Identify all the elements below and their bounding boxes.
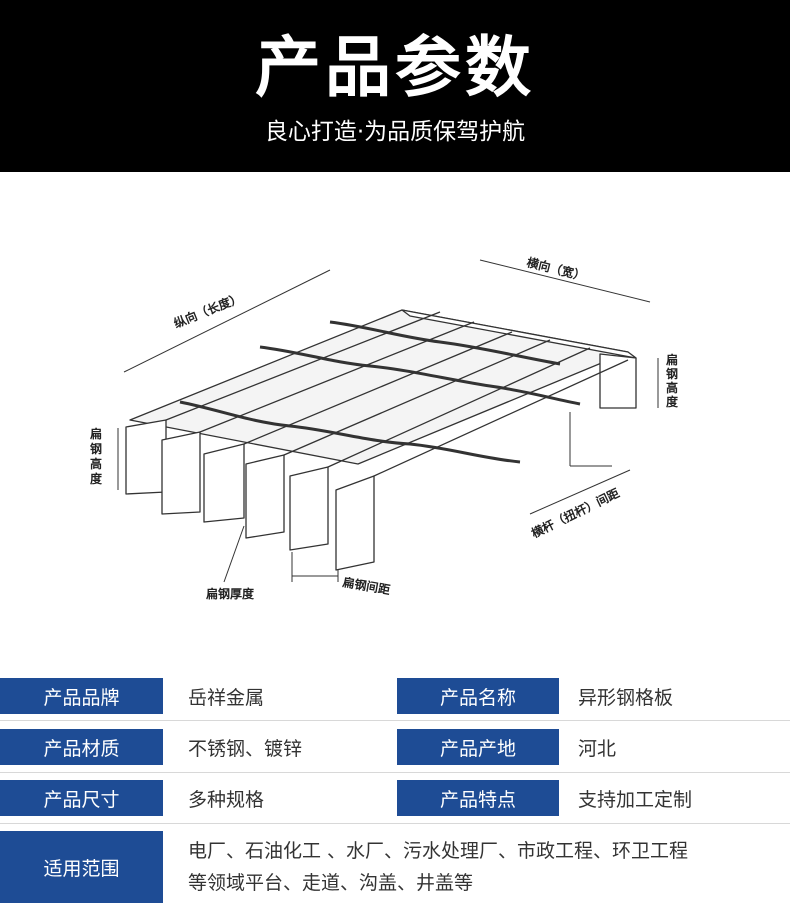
flat-bar-4 xyxy=(245,454,285,539)
dim-crossbar-spacing-3 xyxy=(529,469,631,515)
long-line-5 xyxy=(327,347,591,468)
scope-line-1: 电厂、石油化工 、水厂、污水处理厂、市政工程、环卫工程 xyxy=(188,840,689,862)
size-label: 产品尺寸 xyxy=(0,780,163,816)
scope-label: 适用范围 xyxy=(0,831,163,903)
flat-bar-6 xyxy=(335,475,375,571)
label-height-right-2: 钢 xyxy=(666,366,678,381)
cross-bar-3 xyxy=(329,320,561,366)
page-subtitle: 良心打造·为品质保驾护航 xyxy=(264,119,526,145)
label-crossbar-spacing: 横杆（扭杆）间距 xyxy=(529,485,622,541)
label-height-right-1: 扁 xyxy=(666,352,678,367)
label-height-left-1: 扁 xyxy=(90,426,102,441)
label-height-right-4: 度 xyxy=(666,394,679,409)
feature-label: 产品特点 xyxy=(397,780,559,816)
grating-diagram-svg: 纵向（长度） 横向（宽） 扁 钢 高 度 扁 钢 高 度 横杆（扭杆）间距 扁钢… xyxy=(90,254,679,601)
material-value: 不锈钢、镀锌 xyxy=(188,737,303,760)
long-line-4 xyxy=(283,339,551,456)
cross-bar-1 xyxy=(179,400,521,464)
dim-thickness-leader xyxy=(223,525,245,583)
dim-longitudinal xyxy=(123,269,331,373)
brand-value: 岳祥金属 xyxy=(188,686,265,709)
cross-bar-2 xyxy=(259,345,581,406)
name-value: 异形钢格板 xyxy=(578,686,674,709)
spec-row-1: 产品品牌 岳祥金属 产品名称 异形钢格板 xyxy=(0,678,790,714)
divider xyxy=(0,823,790,824)
brand-label: 产品品牌 xyxy=(0,678,163,714)
long-line-1 xyxy=(165,311,441,421)
origin-label: 产品产地 xyxy=(397,729,559,765)
grating-diagram: 纵向（长度） 横向（宽） 扁 钢 高 度 扁 钢 高 度 横杆（扭杆）间距 扁钢… xyxy=(0,172,790,650)
label-bar-spacing: 扁钢间距 xyxy=(341,574,391,597)
label-longitudinal: 纵向（长度） xyxy=(172,290,244,331)
flat-bar-1 xyxy=(125,419,167,495)
material-label: 产品材质 xyxy=(0,729,163,765)
scope-value: 电厂、石油化工 、水厂、污水处理厂、市政工程、环卫工程 等领域平台、走道、沟盖、… xyxy=(188,831,786,907)
divider xyxy=(0,772,790,773)
label-height-left-4: 度 xyxy=(90,471,103,486)
label-height-right-3: 高 xyxy=(666,380,678,395)
spec-row-4: 适用范围 电厂、石油化工 、水厂、污水处理厂、市政工程、环卫工程 等领域平台、走… xyxy=(0,831,790,903)
label-thickness: 扁钢厚度 xyxy=(206,586,255,601)
dim-transverse xyxy=(479,259,651,303)
label-height-left-3: 高 xyxy=(90,456,102,471)
scope-line-2: 等领域平台、走道、沟盖、井盖等 xyxy=(188,872,474,894)
name-label: 产品名称 xyxy=(397,678,559,714)
origin-value: 河北 xyxy=(578,737,617,760)
spec-row-2: 产品材质 不锈钢、镀锌 产品产地 河北 xyxy=(0,729,790,765)
size-value: 多种规格 xyxy=(188,788,265,811)
feature-value: 支持加工定制 xyxy=(578,788,693,811)
divider xyxy=(0,720,790,721)
back-bar-front-face xyxy=(599,353,637,409)
spec-row-3: 产品尺寸 多种规格 产品特点 支持加工定制 xyxy=(0,780,790,816)
header-banner: 产品参数 良心打造·为品质保驾护航 xyxy=(0,0,790,172)
page-title: 产品参数 xyxy=(255,29,535,106)
flat-bar-2 xyxy=(161,431,201,515)
label-height-left-2: 钢 xyxy=(90,441,102,456)
flat-bar-3 xyxy=(203,443,245,523)
flat-bar-5 xyxy=(289,466,329,551)
long-line-6 xyxy=(373,359,629,477)
